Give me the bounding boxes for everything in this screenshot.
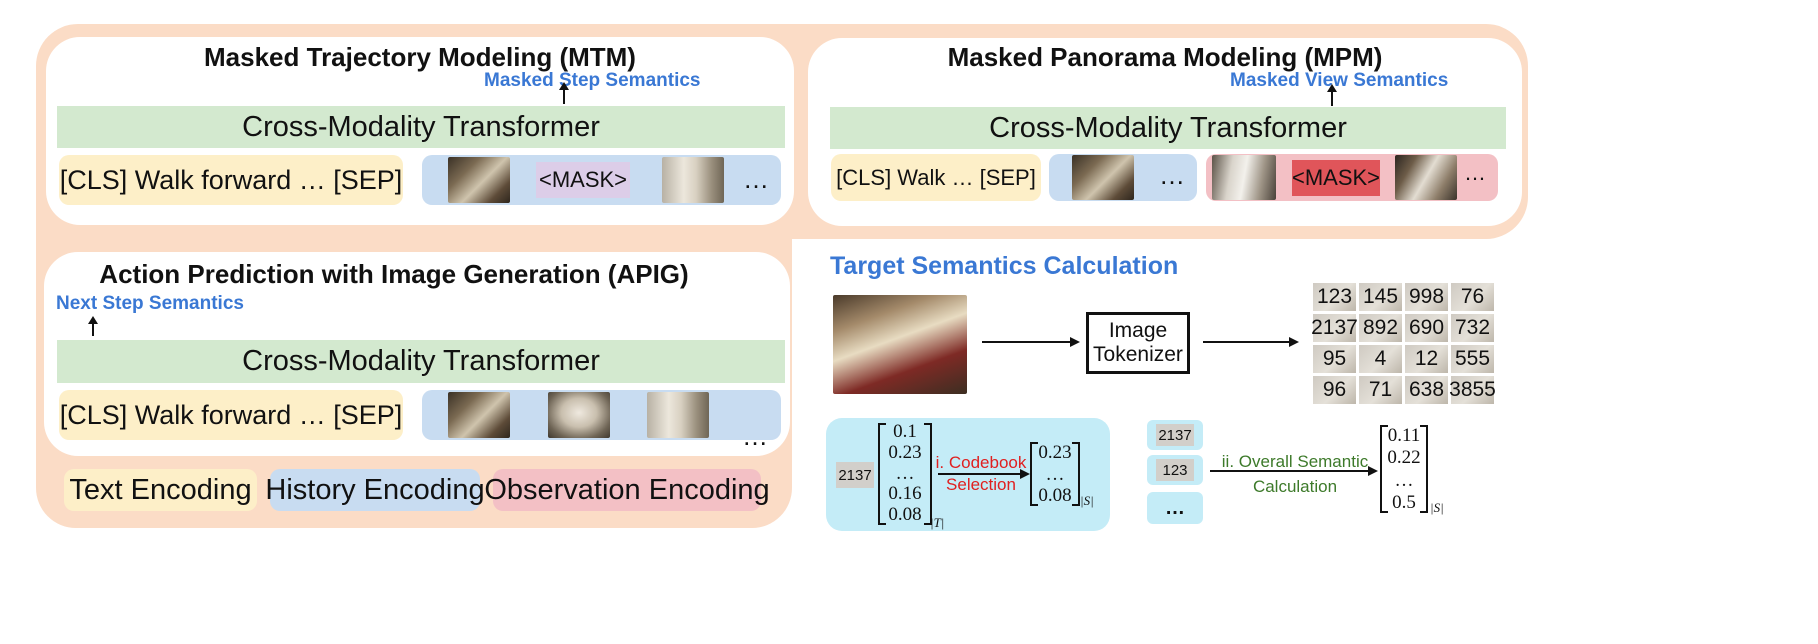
mtm-history-image-1 bbox=[448, 157, 510, 203]
codebook-step-line2: Selection bbox=[946, 474, 1016, 494]
mpm-mask-token: <MASK> bbox=[1292, 160, 1380, 196]
token-cell: 3855 bbox=[1449, 376, 1496, 404]
token-cell: 145 bbox=[1359, 283, 1402, 311]
mpm-text-input: [CLS] Walk … [SEP] bbox=[831, 154, 1041, 201]
vector-value: … bbox=[1394, 469, 1414, 491]
token-cell: 2137 bbox=[1311, 314, 1358, 342]
vector-value: … bbox=[895, 462, 915, 484]
codebook-vector-out-subscript: |S| bbox=[1080, 493, 1094, 508]
overall-step-line2: Calculation bbox=[1252, 476, 1338, 496]
mpm-output-arrow bbox=[1327, 84, 1337, 106]
mpm-observation-ellipsis: … bbox=[1464, 160, 1486, 185]
token-cell: 4 bbox=[1359, 345, 1402, 373]
mpm-observation-image-2 bbox=[1395, 155, 1457, 200]
vector-value: 0.08 bbox=[1038, 485, 1072, 506]
mpm-transformer: Cross-Modality Transformer bbox=[830, 107, 1506, 149]
mtm-output-label: Masked Step Semantics bbox=[484, 70, 701, 91]
legend-observation-encoding: Observation Encoding bbox=[484, 469, 770, 511]
image-tokenizer-box: Image Tokenizer bbox=[1086, 312, 1190, 374]
overall-token-1: 2137 bbox=[1156, 424, 1194, 446]
codebook-token: 2137 bbox=[836, 462, 874, 488]
apig-history-image-1 bbox=[448, 392, 510, 438]
overall-step-line1: ii. Overall Semantic bbox=[1221, 452, 1369, 471]
token-grid: 123 145 998 76 2137 892 690 732 95 4 12 … bbox=[1311, 283, 1496, 404]
token-cell: 555 bbox=[1451, 345, 1494, 373]
mpm-output-label: Masked View Semantics bbox=[1230, 70, 1449, 91]
vector-value: 0.1 bbox=[893, 421, 917, 442]
overall-token-box-3: … bbox=[1147, 492, 1203, 524]
mtm-transformer: Cross-Modality Transformer bbox=[57, 106, 785, 148]
vector-value: 0.5 bbox=[1392, 491, 1416, 513]
mtm-output-arrow bbox=[559, 82, 569, 104]
token-cell: 71 bbox=[1359, 376, 1402, 404]
codebook-vector-in: 0.1 0.23 … 0.16 0.08 bbox=[880, 420, 930, 526]
vector-value: 0.16 bbox=[888, 483, 922, 505]
mtm-ellipsis: … bbox=[743, 164, 769, 194]
overall-step-label: ii. Overall Semantic Calculation bbox=[1210, 450, 1380, 499]
token-cell: 96 bbox=[1313, 376, 1356, 404]
token-cell: 690 bbox=[1405, 314, 1448, 342]
apig-history-image-3 bbox=[647, 392, 709, 438]
apig-output-label: Next Step Semantics bbox=[56, 293, 244, 314]
mpm-history-image bbox=[1072, 155, 1134, 200]
mpm-history-ellipsis: … bbox=[1159, 160, 1185, 190]
token-cell: 998 bbox=[1405, 283, 1448, 311]
overall-arrow bbox=[1210, 466, 1378, 476]
codebook-vector-out-brackets bbox=[1030, 442, 1080, 506]
apig-title: Action Prediction with Image Generation … bbox=[99, 259, 689, 289]
vector-value: 0.08 bbox=[888, 504, 922, 525]
codebook-vector-in-brackets bbox=[878, 423, 932, 525]
token-cell: 892 bbox=[1359, 314, 1402, 342]
arrow-tokenizer-to-grid bbox=[1203, 337, 1299, 347]
token-cell: 95 bbox=[1313, 345, 1356, 373]
overall-vector: 0.11 0.22 … 0.5 bbox=[1382, 424, 1426, 514]
token-cell: 732 bbox=[1451, 314, 1494, 342]
codebook-vector-out: 0.23 … 0.08 bbox=[1031, 441, 1079, 507]
vector-value: 0.11 bbox=[1387, 425, 1421, 446]
apig-ellipsis: … bbox=[742, 421, 768, 451]
vector-value: 0.23 bbox=[888, 441, 922, 463]
apig-text-input: [CLS] Walk forward … [SEP] bbox=[59, 390, 403, 440]
vector-value: 0.22 bbox=[1387, 447, 1421, 469]
mtm-history-image-2 bbox=[662, 157, 724, 203]
codebook-step-label: i. Codebook Selection bbox=[932, 452, 1030, 496]
mpm-observation-image-1 bbox=[1212, 155, 1276, 200]
token-cell: 12 bbox=[1405, 345, 1448, 373]
target-title: Target Semantics Calculation bbox=[830, 252, 1179, 280]
arrow-image-to-tokenizer bbox=[982, 337, 1080, 347]
legend-text-encoding: Text Encoding bbox=[64, 469, 257, 511]
codebook-vector-in-subscript: |T| bbox=[930, 515, 945, 530]
token-cell: 638 bbox=[1405, 376, 1448, 404]
vector-value: … bbox=[1045, 463, 1065, 485]
target-input-image bbox=[833, 295, 967, 394]
codebook-step-line1: i. Codebook bbox=[935, 453, 1027, 472]
token-cell: 123 bbox=[1313, 283, 1356, 311]
tokenizer-label-line2: Tokenizer bbox=[1093, 343, 1183, 366]
tokenizer-label-line1: Image bbox=[1108, 318, 1168, 342]
overall-token-2: 123 bbox=[1156, 459, 1194, 481]
mtm-text-input: [CLS] Walk forward … [SEP] bbox=[59, 155, 403, 205]
overall-vector-brackets bbox=[1380, 425, 1428, 513]
apig-transformer: Cross-Modality Transformer bbox=[57, 340, 785, 383]
overall-token-ellipsis: … bbox=[1165, 496, 1185, 519]
mtm-mask-token: <MASK> bbox=[536, 162, 630, 198]
legend-history-encoding: History Encoding bbox=[265, 469, 485, 511]
token-cell: 76 bbox=[1451, 283, 1494, 311]
vector-value: 0.23 bbox=[1038, 442, 1072, 463]
overall-vector-subscript: |S| bbox=[1430, 500, 1444, 515]
mtm-title: Masked Trajectory Modeling (MTM) bbox=[204, 42, 636, 72]
codebook-arrow bbox=[938, 469, 1030, 479]
mpm-title: Masked Panorama Modeling (MPM) bbox=[947, 42, 1383, 72]
apig-output-arrow bbox=[88, 316, 98, 336]
apig-history-image-2 bbox=[548, 392, 610, 438]
